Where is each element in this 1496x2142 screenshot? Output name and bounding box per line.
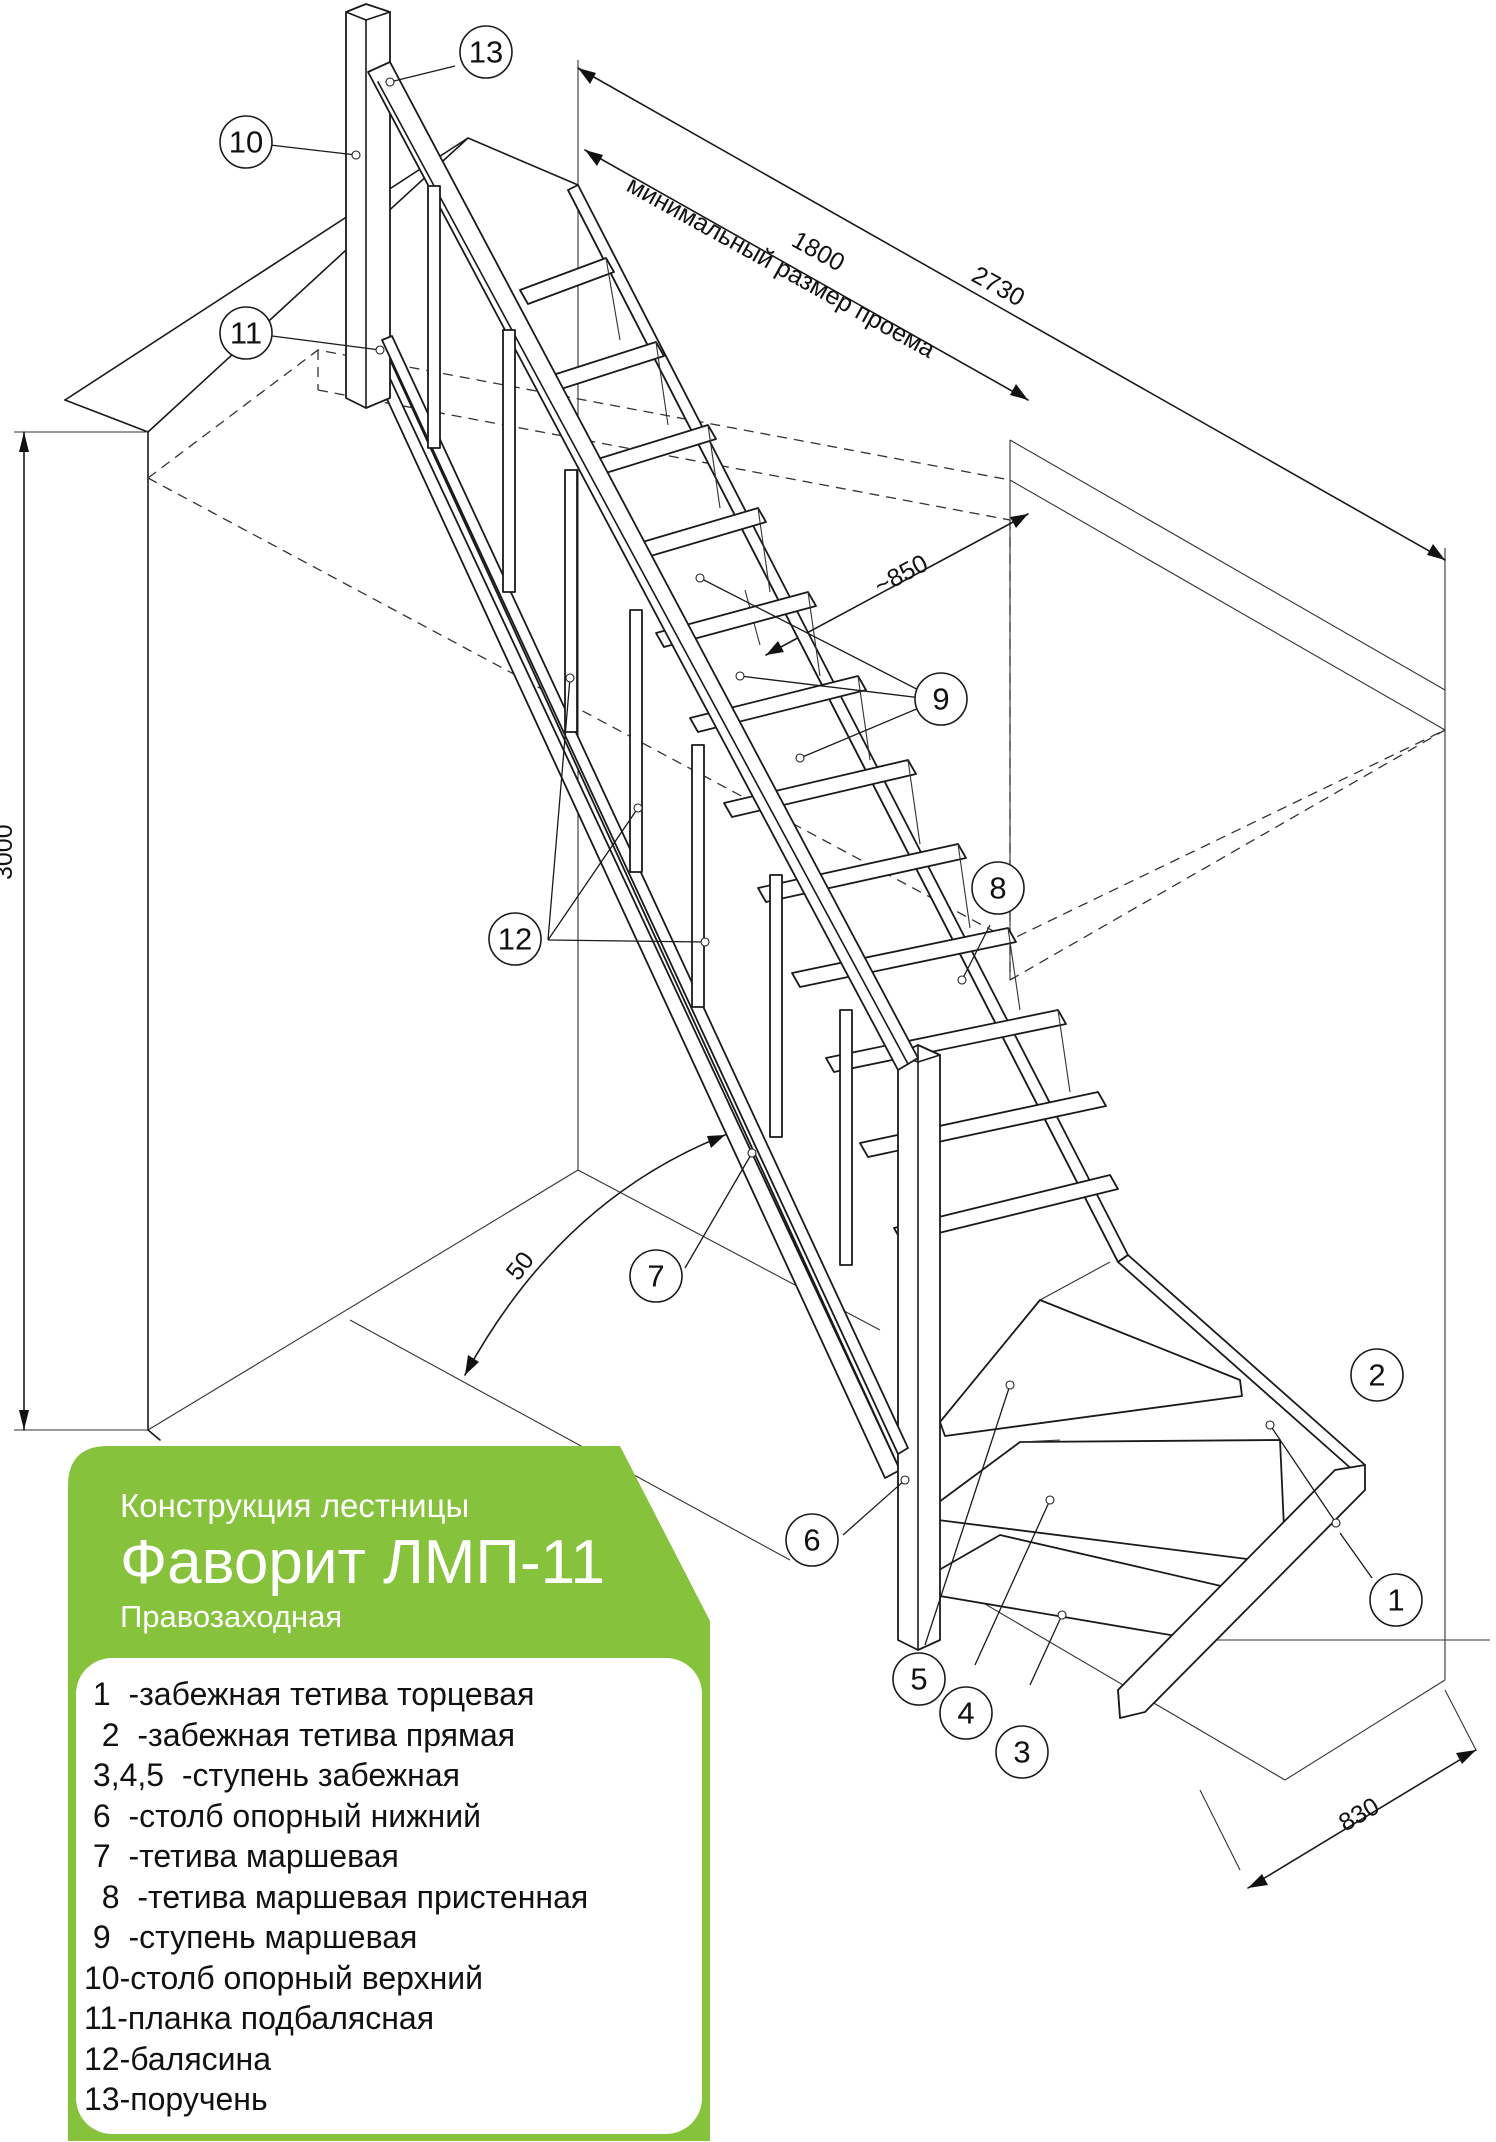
- svg-text:11: 11: [230, 316, 262, 351]
- legend-item: 10-столб опорный верхний: [84, 1959, 483, 1996]
- staircase: [345, 3, 1366, 1719]
- dim-height-label: 3000: [0, 824, 18, 880]
- dim-opening-width-label: ~850: [870, 549, 933, 600]
- callout-2: 2: [1350, 1348, 1404, 1402]
- callout-4: 4: [939, 1686, 993, 1740]
- svg-text:3: 3: [1013, 1735, 1030, 1770]
- callout-11: 11: [219, 306, 273, 360]
- legend-item: 9 -ступень маршевая: [84, 1919, 418, 1955]
- svg-text:13: 13: [469, 35, 503, 70]
- svg-text:5: 5: [910, 1662, 927, 1697]
- svg-text:8: 8: [989, 871, 1006, 906]
- callout-8: 8: [971, 861, 1025, 915]
- callout-1: 1: [1369, 1573, 1423, 1627]
- legend-item: 7 -тетива маршевая: [84, 1838, 399, 1874]
- legend-panel: Конструкция лестницы Фаворит ЛМП-11 Прав…: [68, 1446, 718, 2141]
- dim-width-label: 830: [1334, 1792, 1384, 1837]
- callout-6: 6: [785, 1513, 839, 1567]
- legend-list: 1 -забежная тетива торцевая 2 -забежная …: [84, 1674, 588, 2120]
- legend-item: 12-балясина: [84, 2040, 271, 2077]
- callout-5: 5: [892, 1652, 946, 1706]
- callout-3: 3: [995, 1725, 1049, 1779]
- svg-text:6: 6: [803, 1523, 820, 1558]
- svg-text:2: 2: [1368, 1358, 1385, 1393]
- legend-direction: Правозаходная: [120, 1599, 343, 1634]
- dimension-lines: [14, 60, 1490, 1889]
- callout-13: 13: [459, 25, 513, 79]
- svg-text:10: 10: [229, 125, 263, 160]
- legend-title: Фаворит ЛМП-11: [120, 1528, 605, 1597]
- legend-item: 13-поручень: [84, 2081, 268, 2117]
- svg-text:7: 7: [647, 1259, 664, 1294]
- legend-item: 2 -забежная тетива прямая: [84, 1716, 516, 1753]
- legend-item: 1 -забежная тетива торцевая: [84, 1676, 535, 1712]
- svg-text:1: 1: [1387, 1583, 1404, 1618]
- svg-text:9: 9: [932, 682, 949, 717]
- legend-item: 11-планка подбалясная: [84, 2000, 435, 2036]
- balusters: [427, 185, 853, 1266]
- legend-item: 3,4,5 -ступень забежная: [84, 1757, 460, 1793]
- legend-item: 8 -тетива маршевая пристенная: [84, 1878, 589, 1915]
- callout-7: 7: [629, 1249, 683, 1303]
- legend-list-bg: [76, 1658, 702, 2134]
- dim-length-label: 2730: [967, 261, 1029, 312]
- legend-item: 6 -столб опорный нижний: [84, 1797, 481, 1834]
- svg-text:12: 12: [498, 922, 532, 957]
- leaders: [269, 65, 1373, 1686]
- callout-9: 9: [914, 672, 968, 726]
- callout-10: 10: [219, 115, 273, 169]
- dim-angle-label: 50: [501, 1247, 540, 1286]
- legend-subtitle: Конструкция лестницы: [120, 1487, 470, 1524]
- dim-opening-caption: минимальный размер проема: [622, 171, 940, 364]
- legend-header: Конструкция лестницы Фаворит ЛМП-11 Прав…: [120, 1486, 605, 1636]
- callout-12: 12: [488, 912, 542, 966]
- winder-steps: [924, 1261, 1286, 1641]
- legend-frame: [68, 1446, 710, 2141]
- svg-text:4: 4: [957, 1696, 974, 1731]
